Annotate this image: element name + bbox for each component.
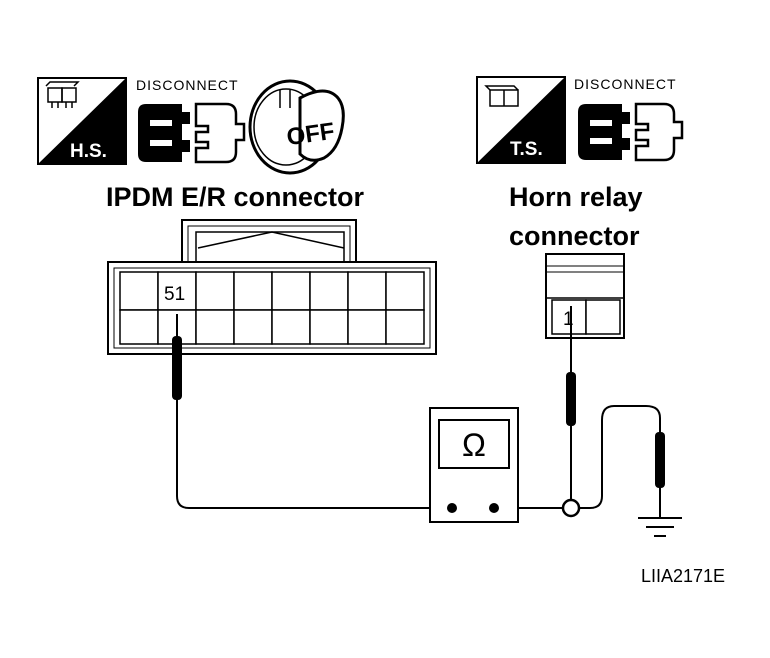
ignition-off-icon: OFF <box>248 79 345 175</box>
horn-relay-title-line1: Horn relay <box>509 182 643 212</box>
ipdm-terminal-label: 51 <box>164 284 185 305</box>
ignition-off-text: OFF <box>285 118 336 151</box>
ts-badge-text: T.S. <box>510 139 543 160</box>
ts-icon: T.S. <box>476 76 566 164</box>
ground-icon <box>638 517 682 537</box>
hs-badge-text: H.S. <box>70 141 107 162</box>
horn-relay-connector: 1 <box>545 253 625 339</box>
horn-terminal-label: 1 <box>563 309 574 330</box>
hs-icon: H.S. <box>37 77 127 165</box>
ipdm-connector-title: IPDM E/R connector <box>106 182 365 212</box>
ipdm-connector: 51 <box>107 219 437 355</box>
ohmmeter: Ω <box>429 407 519 523</box>
horn-relay-title-line2: connector <box>509 221 640 251</box>
disconnect-icon: DISCONNECT <box>574 76 684 162</box>
figure-code: LIIA2171E <box>641 566 725 586</box>
test-leads <box>176 400 661 509</box>
meter-terminal-right <box>489 503 499 513</box>
probe-right <box>566 306 576 426</box>
disconnect-label: DISCONNECT <box>136 77 239 93</box>
junction-node <box>561 498 581 518</box>
ohm-symbol: Ω <box>462 427 486 463</box>
disconnect-label: DISCONNECT <box>574 76 677 92</box>
meter-terminal-left <box>447 503 457 513</box>
probe-left <box>172 314 182 400</box>
disconnect-icon: DISCONNECT <box>136 77 246 164</box>
probe-ground <box>655 432 665 518</box>
